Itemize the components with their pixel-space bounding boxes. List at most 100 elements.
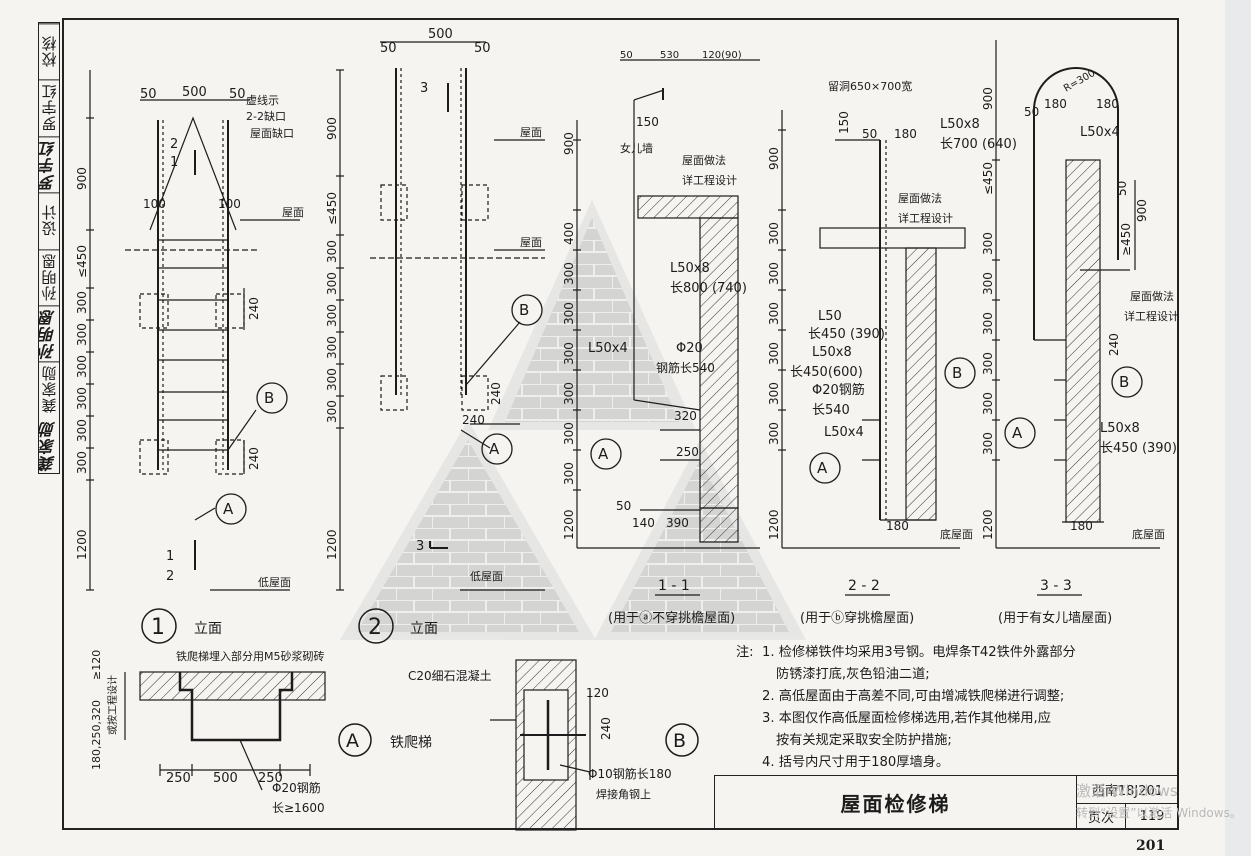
sec22-rod-len: 长540 [812,403,850,418]
viewer-edge [1225,0,1251,856]
sec33-dim-180a: 180 [1044,97,1067,111]
sec11-angle-l508: L50x8 [670,261,710,276]
sec11-roof-method: 屋面做法 [682,153,726,167]
view1-vdim-300-5: 300 [75,419,89,442]
view1-vdim-300-1: 300 [75,291,89,314]
sec33-l508b: L50x8 [1100,421,1140,436]
detail-a-callout-circle [338,723,372,757]
sec22-l50: L50 [818,309,842,324]
view2-vdim-1200: 1200 [325,529,339,560]
view2-callout-a-circle [481,433,513,465]
sec33-dim-ge450: ≥450 [1119,223,1133,256]
sec22-callout-b-circle [944,357,976,389]
sec33-dim-900: 900 [1135,199,1149,222]
view1-number-circle [141,608,177,644]
sec11-vdim-300-4: 300 [562,382,576,405]
activation-watermark: 激活 Windows [1076,782,1178,800]
general-notes: 注: 1. 检修梯铁件均采用3号钢。电焊条T42铁件外露部分 防锈漆打底,灰色铅… [736,642,1116,774]
detail-a-dim-250a: 250 [166,771,191,786]
view1-dim-50b: 50 [229,87,246,102]
sec33-vdim-300-4: 300 [981,352,995,375]
view2-dim-50a: 50 [380,41,397,56]
detail-b-concrete: C20细石混凝土 [408,668,492,683]
detail-a [124,671,326,791]
sec22-vdim-300-5: 300 [767,382,781,405]
detail-a-rod: Φ20钢筋 [272,780,321,795]
notes-row: 按有关规定采取安全防护措施; [736,730,1116,752]
atlas-number: 西南18J201 [1077,776,1178,804]
detail-a-label: 铁爬梯 [390,735,432,751]
sec33-l508b-len: 长450 (390) [1100,441,1177,456]
sec22-callout-a: A [817,459,828,477]
sec33-title: 3 - 3 [1040,578,1072,594]
sec22-l508: L50x8 [812,345,852,360]
view2-vdim-300-1: 300 [325,240,339,263]
view1-roof: 屋面 [282,206,304,219]
sec33-callout-a-circle [1004,417,1036,449]
view2-vdim-300-3: 300 [325,304,339,327]
page-box: 页次 119 [1077,803,1178,829]
notes-lead: 注: [736,645,754,660]
sec22-vdim-300-1: 300 [767,222,781,245]
sec11-dim-320: 320 [674,409,697,423]
detail-b-dim-240: 240 [599,717,613,740]
sec11-title: 1 - 1 [658,578,690,594]
view1-vdim-900: 900 [75,167,89,190]
section-1-1-labels: 50 530 120(90) 150 女儿墙 屋面做法 详工程设计 L50x8 … [562,50,747,626]
sec22-vdim-300-4: 300 [767,342,781,365]
sec11-dim-150: 150 [636,115,659,129]
view2-dim-240v: 240 [489,382,503,405]
view1-number: 1 [151,615,165,640]
sec33-see-design: 详工程设计 [1124,309,1179,323]
notes-row: 3. 本图仅作高低屋面检修梯选用,若作其他梯用,应 [736,708,1116,730]
view1-vdim-1200: 1200 [75,529,89,560]
sec11-dim-50b: 50 [616,499,631,513]
view1-dim-50a: 50 [140,87,157,102]
view1-vdim-300-4: 300 [75,387,89,410]
page-number: 201 [1136,838,1166,854]
view2-roof-1: 屋面 [520,126,542,139]
sec11-dim-250: 250 [676,445,699,459]
sec33-l504: L50x4 [1080,125,1120,140]
sec22-see-design: 详工程设计 [898,211,953,225]
sec22-dim-180: 180 [894,127,917,141]
detail-b-callout: B [673,730,686,752]
view1-labels: B A 50 500 50 虚线示 2-2缺口 屋面缺口 2 1 100 100… [75,85,304,644]
sec22-vdim-1200: 1200 [767,509,781,540]
sec33-dim-50b: 50 [1115,181,1129,196]
view1-dim-240b: 240 [247,447,261,470]
sec33-vdim-900: 900 [981,87,995,110]
view2-vdim-300-2: 300 [325,272,339,295]
sec22-l508-len: 长450(600) [790,365,863,380]
sec33-dim-240: 240 [1107,333,1121,356]
section-2-2 [778,110,966,549]
view2-number-circle [358,608,394,644]
sec33-vdim-300-3: 300 [981,312,995,335]
sec33-radius: R=300 [1062,68,1097,95]
view1-dim-100b: 100 [218,197,241,211]
sec11-dim-50: 50 [620,50,633,61]
sec11-vdim-900: 900 [562,132,576,155]
detail-a-dim-250b: 250 [258,771,283,786]
sec33-l508-len: 长700 (640) [940,137,1017,152]
sec33-callout-b: B [1119,373,1129,391]
view1-dim-240a: 240 [247,297,261,320]
sec22-vdim-300-6: 300 [767,422,781,445]
view1-callout-b: B [264,389,274,407]
note-3: 3. 本图仅作高低屋面检修梯选用,若作其他梯用,应 [762,711,1051,726]
view1-callout-a: A [223,500,234,518]
view2-callout-b: B [519,301,529,319]
title-block: 屋面检修梯 西南18J201 页次 119 [714,775,1179,830]
sec22-roof-method: 屋面做法 [898,191,942,205]
sec22-rod: Φ20钢筋 [812,382,865,398]
view2-labels: 500 50 50 3 3 屋面 屋面 低屋面 B A 240 240 900 … [325,27,543,644]
notes-row: 4. 括号内尺寸用于180厚墙身。 [736,752,1116,774]
sec33-vdim-1200: 1200 [981,509,995,540]
sec33-vdim-300-5: 300 [981,392,995,415]
activation-watermark-hint: 转到“设置”以激活 Windows。 [1076,806,1242,820]
view1-mark-1: 1 [166,549,174,564]
sec22-l504: L50x4 [824,425,864,440]
sec11-dim-140: 140 [632,516,655,530]
detail-b-callout-circle [665,723,699,757]
view1-dim-500: 500 [182,85,207,100]
